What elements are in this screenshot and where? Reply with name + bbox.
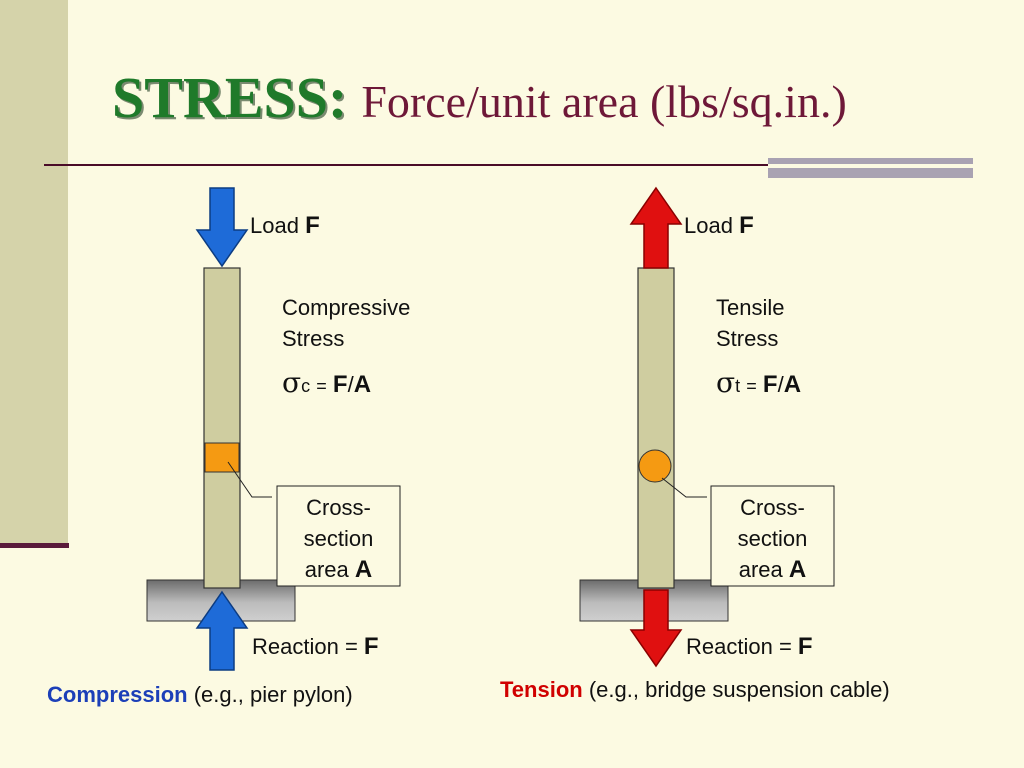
- compression-cross-section-box: [276, 485, 401, 587]
- sigma-symbol: σ: [716, 366, 736, 399]
- formula-subscript: c: [301, 376, 311, 396]
- tension-load-label: Load F: [684, 210, 754, 241]
- arrow-down-icon: [629, 589, 683, 668]
- load-symbol: F: [739, 212, 754, 239]
- tension-leader-line: [661, 477, 707, 498]
- formula-force: F: [332, 371, 348, 398]
- tensile-stress-formula: σt = F/A: [716, 367, 801, 402]
- reaction-text: Reaction =: [252, 634, 358, 659]
- compression-cross-section-label: Cross- section area A: [277, 492, 400, 585]
- caption-example: (e.g., bridge suspension cable): [588, 677, 890, 702]
- reaction-symbol: F: [363, 633, 379, 660]
- title-keyword: STRESS:: [112, 65, 348, 130]
- stress-line-1: Tensile: [716, 295, 785, 320]
- formula-equals: =: [746, 376, 757, 396]
- caption-keyword: Compression: [47, 682, 188, 707]
- load-text: Load: [250, 213, 299, 238]
- title-rule: [44, 164, 968, 166]
- box-line-1: Cross-: [306, 495, 371, 520]
- reaction-symbol: F: [797, 633, 813, 660]
- tension-cross-section-box: [710, 485, 835, 587]
- stress-line-2: Stress: [282, 326, 345, 351]
- box-area-text: area: [304, 557, 349, 582]
- compression-leader-line: [227, 461, 272, 498]
- sigma-symbol: σ: [282, 366, 302, 399]
- load-text: Load: [684, 213, 733, 238]
- compressive-stress-label: Compressive Stress: [282, 292, 410, 354]
- formula-area: A: [353, 371, 372, 398]
- arrow-down-icon: [195, 187, 249, 268]
- compression-column: [203, 267, 241, 589]
- formula-force: F: [762, 371, 778, 398]
- box-area-text: area: [738, 557, 783, 582]
- arrow-up-icon: [629, 186, 683, 269]
- sidebar-band: [0, 0, 68, 545]
- box-area-symbol: A: [354, 556, 373, 583]
- box-line-2: section: [737, 526, 808, 551]
- stress-line-2: Stress: [716, 326, 779, 351]
- formula-subscript: t: [735, 376, 741, 396]
- box-line-3: area A: [277, 554, 400, 585]
- formula-slash: /: [347, 372, 354, 397]
- caption-keyword: Tension: [500, 677, 583, 702]
- tension-caption: Tension (e.g., bridge suspension cable): [500, 677, 890, 703]
- caption-example: (e.g., pier pylon): [193, 682, 353, 707]
- tension-cross-section-marker: [638, 449, 672, 483]
- compressive-stress-formula: σc = F/A: [282, 367, 371, 402]
- formula-slash: /: [777, 372, 784, 397]
- box-area-symbol: A: [788, 556, 807, 583]
- formula-equals: =: [316, 376, 327, 396]
- compression-cross-section-marker: [204, 442, 240, 473]
- sidebar-accent-line: [0, 543, 69, 548]
- box-line-3: area A: [711, 554, 834, 585]
- box-line-2: section: [303, 526, 374, 551]
- page-title: STRESS: Force/unit area (lbs/sq.in.): [112, 64, 847, 131]
- load-symbol: F: [305, 212, 320, 239]
- compression-load-label: Load F: [250, 210, 320, 241]
- tension-reaction-label: Reaction = F: [686, 631, 813, 662]
- title-rule-accent: [768, 158, 973, 178]
- box-line-1: Cross-: [740, 495, 805, 520]
- tension-diagram: [579, 186, 835, 668]
- stress-line-1: Compressive: [282, 295, 411, 320]
- formula-area: A: [783, 371, 802, 398]
- reaction-text: Reaction =: [686, 634, 792, 659]
- arrow-up-icon: [195, 590, 249, 671]
- compression-reaction-label: Reaction = F: [252, 631, 379, 662]
- title-description: Force/unit area (lbs/sq.in.): [361, 76, 847, 127]
- tension-cross-section-label: Cross- section area A: [711, 492, 834, 585]
- compression-diagram: [146, 187, 401, 671]
- compression-caption: Compression (e.g., pier pylon): [47, 682, 353, 708]
- tension-column: [637, 267, 675, 589]
- tensile-stress-label: Tensile Stress: [716, 292, 784, 354]
